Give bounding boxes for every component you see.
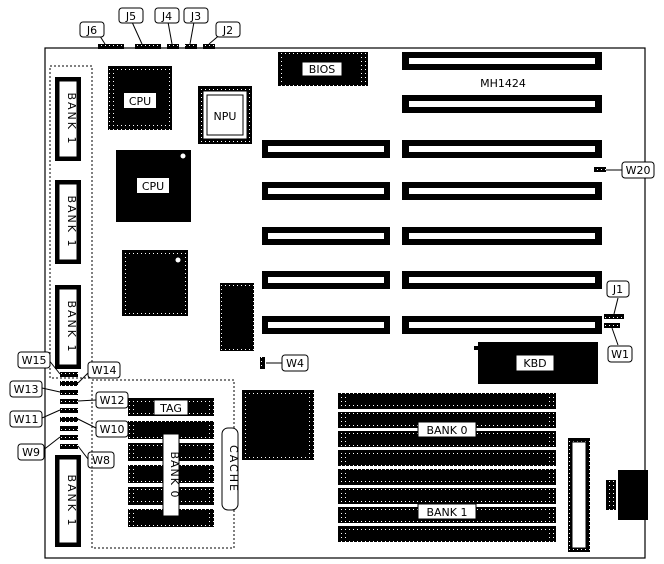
label-w11-text: W11 xyxy=(14,413,39,426)
cpu-chip-1: CPU xyxy=(108,66,172,130)
label-j2: J2 xyxy=(215,21,241,38)
model-number: MH1424 xyxy=(480,77,526,90)
label-w14: W14 xyxy=(87,361,121,379)
simm-bank1-label: BANK 1 xyxy=(417,503,477,520)
left-simm-d-label: BANK 1 xyxy=(65,474,78,527)
label-w1-text: W1 xyxy=(611,348,629,361)
plcc-chip-lower xyxy=(242,390,314,460)
cache-text: CACHE xyxy=(227,445,240,493)
label-j4-text: J4 xyxy=(161,10,172,23)
label-w8: W8 xyxy=(87,451,115,469)
bios-label: BIOS xyxy=(309,63,335,76)
label-j3-text: J3 xyxy=(190,10,201,23)
cpu-chip-2: CPU xyxy=(116,150,191,222)
label-j2-text: J2 xyxy=(222,24,233,37)
label-j4: J4 xyxy=(154,7,180,24)
npu-chip: NPU xyxy=(198,86,252,144)
left-simm-b: BANK 1 xyxy=(55,180,81,264)
bios-chip: BIOS xyxy=(278,52,368,86)
cache-bank0-text: BANK 0 xyxy=(168,451,181,498)
left-simm-a-label: BANK 1 xyxy=(65,92,78,145)
simm-bank0-label: BANK 0 xyxy=(417,421,477,438)
top-jumpers xyxy=(97,21,223,49)
label-w10-text: W10 xyxy=(100,423,125,436)
jumper-j1 xyxy=(604,314,624,319)
label-w12-text: W12 xyxy=(100,394,125,407)
label-j3: J3 xyxy=(183,7,209,24)
label-w20: W20 xyxy=(621,161,655,179)
label-j5-text: J5 xyxy=(125,10,136,23)
label-w4-text: W4 xyxy=(286,357,304,370)
vertical-connector xyxy=(568,438,590,552)
label-w20-text: W20 xyxy=(626,164,651,177)
label-w11: W11 xyxy=(9,410,43,428)
left-simm-a: BANK 1 xyxy=(55,77,81,161)
simm-bank1-text: BANK 1 xyxy=(426,506,467,519)
label-w1: W1 xyxy=(607,345,633,363)
chip-small xyxy=(220,283,254,351)
plcc-chip-mid xyxy=(122,250,188,316)
left-simm-c: BANK 1 xyxy=(55,285,81,369)
label-j1: J1 xyxy=(606,280,630,298)
label-w10: W10 xyxy=(95,420,129,438)
label-w13: W13 xyxy=(9,380,43,398)
label-w8-text: W8 xyxy=(92,454,110,467)
cache-label: CACHE xyxy=(221,427,240,511)
cpu-2-label: CPU xyxy=(142,180,164,193)
label-w13-text: W13 xyxy=(14,383,39,396)
label-j5: J5 xyxy=(118,7,144,24)
label-w14-text: W14 xyxy=(92,364,117,377)
label-w9-text: W9 xyxy=(22,446,40,459)
label-w4: W4 xyxy=(281,354,309,372)
simm-sockets xyxy=(338,393,556,542)
left-simm-b-label: BANK 1 xyxy=(65,195,78,248)
label-j6: J6 xyxy=(79,21,105,38)
tag-label: TAG xyxy=(159,402,182,415)
left-bank-region xyxy=(49,65,93,379)
npu-label: NPU xyxy=(214,110,237,123)
label-w15-text: W15 xyxy=(22,354,47,367)
tag-chip-label: TAG xyxy=(153,399,189,416)
expansion-slots-left xyxy=(262,140,390,334)
right-edge-port xyxy=(606,480,616,510)
jumper-w20 xyxy=(594,167,606,172)
w-jumper-stack xyxy=(60,372,78,449)
keyboard-connector: KBD xyxy=(474,342,598,384)
left-simm-d: BANK 1 xyxy=(55,455,81,547)
cache-bank0-label: BANK 0 xyxy=(162,433,181,517)
jumper-w4 xyxy=(260,357,265,369)
board-outline xyxy=(44,47,646,559)
label-w12: W12 xyxy=(95,391,129,409)
io-connector xyxy=(618,470,648,520)
left-simm-c-label: BANK 1 xyxy=(65,300,78,353)
kbd-label: KBD xyxy=(523,357,546,370)
label-j1-text: J1 xyxy=(612,283,623,296)
label-w15: W15 xyxy=(17,351,51,369)
jumper-w1 xyxy=(604,323,620,328)
label-w9: W9 xyxy=(17,443,45,461)
simm-bank0-text: BANK 0 xyxy=(426,424,467,437)
expansion-slots-right xyxy=(402,52,602,334)
label-j6-text: J6 xyxy=(86,24,97,37)
cpu-1-label: CPU xyxy=(129,95,151,108)
